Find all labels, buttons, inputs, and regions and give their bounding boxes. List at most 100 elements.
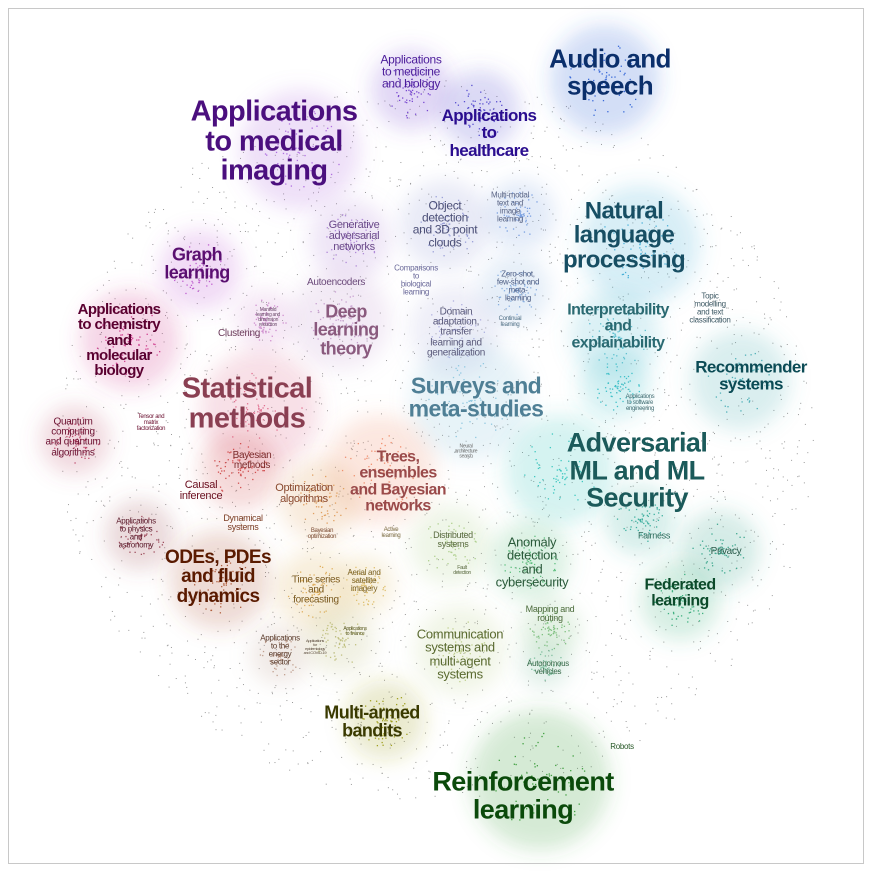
- topic-point: [613, 335, 615, 337]
- topic-point: [523, 301, 525, 303]
- topic-point: [140, 539, 142, 541]
- topic-point: [552, 492, 555, 494]
- topic-point: [447, 534, 449, 537]
- topic-point: [347, 249, 349, 252]
- background-point: [217, 219, 219, 221]
- background-point: [613, 699, 615, 701]
- topic-point: [660, 590, 663, 592]
- background-point: [389, 180, 391, 182]
- background-point: [670, 338, 672, 340]
- background-point: [307, 762, 309, 764]
- background-point: [684, 492, 686, 494]
- topic-point: [325, 487, 328, 489]
- background-point: [730, 216, 732, 218]
- topic-point: [530, 306, 533, 308]
- topic-point: [561, 477, 564, 479]
- topic-point: [501, 287, 503, 290]
- topic-point: [506, 219, 509, 222]
- background-point: [533, 412, 535, 414]
- topic-point: [308, 615, 310, 617]
- topic-point: [253, 322, 256, 324]
- topic-point: [738, 362, 740, 364]
- background-point: [238, 629, 240, 631]
- background-point: [734, 437, 736, 439]
- topic-point: [550, 634, 553, 636]
- background-point: [362, 777, 364, 779]
- topic-point: [296, 603, 298, 606]
- topic-point: [758, 365, 760, 367]
- topic-point: [436, 666, 438, 668]
- topic-point: [334, 514, 336, 517]
- topic-point: [458, 374, 461, 376]
- background-point: [506, 511, 508, 513]
- background-point: [727, 307, 729, 309]
- topic-point: [625, 377, 628, 380]
- topic-point: [454, 554, 456, 556]
- topic-point: [624, 72, 626, 75]
- topic-point: [321, 483, 323, 485]
- topic-point: [79, 442, 82, 445]
- topic-point: [474, 557, 476, 560]
- topic-point: [627, 342, 629, 344]
- topic-point: [752, 369, 754, 372]
- topic-point: [404, 101, 406, 103]
- background-point: [566, 170, 568, 172]
- background-point: [539, 317, 541, 319]
- topic-point: [685, 600, 687, 602]
- background-point: [565, 239, 567, 241]
- topic-point: [661, 235, 663, 237]
- topic-point: [76, 442, 78, 444]
- topic-point: [725, 380, 728, 382]
- topic-point: [356, 341, 359, 344]
- topic-point: [355, 566, 357, 569]
- topic-point: [605, 77, 607, 79]
- background-point: [510, 627, 512, 629]
- background-point: [307, 547, 309, 549]
- topic-point: [145, 345, 148, 347]
- topic-point: [654, 601, 656, 603]
- topic-point: [553, 626, 555, 629]
- topic-point: [524, 284, 526, 286]
- background-point: [219, 506, 221, 508]
- background-point: [634, 705, 636, 707]
- background-point: [416, 573, 418, 575]
- background-point: [628, 672, 630, 674]
- topic-point: [517, 219, 519, 221]
- topic-point: [270, 340, 272, 342]
- topic-point: [518, 234, 520, 237]
- topic-point: [410, 68, 412, 71]
- background-point: [352, 535, 354, 537]
- background-point: [538, 346, 540, 348]
- topic-point: [224, 423, 226, 425]
- topic-point: [622, 347, 624, 349]
- background-point: [230, 347, 232, 349]
- topic-point: [603, 309, 605, 311]
- topic-point: [630, 325, 633, 328]
- topic-point: [382, 587, 385, 589]
- topic-point: [623, 74, 625, 76]
- topic-point: [655, 225, 657, 227]
- background-point: [807, 496, 809, 498]
- topic-point: [142, 520, 144, 522]
- background-point: [207, 167, 209, 169]
- background-point: [666, 696, 668, 698]
- topic-point: [731, 376, 734, 379]
- background-point: [216, 518, 218, 520]
- background-point: [508, 710, 510, 712]
- topic-point: [345, 301, 347, 303]
- background-point: [652, 389, 654, 391]
- background-point: [239, 677, 241, 679]
- topic-point: [211, 254, 214, 256]
- topic-point: [409, 93, 411, 95]
- background-point: [203, 314, 205, 316]
- topic-point: [198, 281, 200, 284]
- background-point: [273, 523, 275, 525]
- topic-point: [387, 83, 389, 85]
- background-point: [569, 224, 571, 226]
- background-point: [635, 472, 637, 474]
- background-point: [607, 433, 609, 435]
- background-point: [614, 172, 616, 174]
- topic-point: [495, 101, 498, 103]
- topic-point: [440, 334, 442, 336]
- label-biological-learning: Comparisons to biological learning: [394, 263, 438, 298]
